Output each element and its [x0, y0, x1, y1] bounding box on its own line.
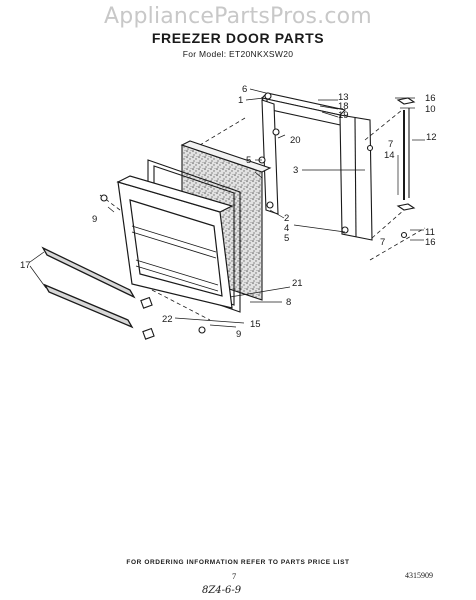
callout-7a: 7 [388, 139, 393, 150]
callout-4: 4 [284, 223, 289, 234]
callout-22: 22 [162, 314, 173, 325]
callout-16a: 16 [425, 93, 436, 104]
callout-10: 10 [425, 104, 436, 115]
handwritten-note: 8Z4-6-9 [202, 585, 242, 596]
hinge-rod [396, 97, 416, 211]
callout-7b: 7 [380, 237, 385, 248]
callout-15: 15 [250, 319, 261, 330]
callout-3: 3 [293, 165, 298, 176]
page-title: FREEZER DOOR PARTS [151, 30, 325, 46]
door-shelf-rails [41, 246, 136, 329]
callout-21: 21 [292, 278, 303, 289]
lower-door-bar [261, 99, 279, 215]
callout-labels: 1 2 3 4 5 5 6 7 7 8 9 9 10 11 12 13 14 1… [20, 84, 437, 340]
door-liner [116, 175, 234, 309]
callout-16b: 16 [425, 237, 436, 248]
callout-18: 18 [338, 101, 349, 112]
callout-20: 20 [290, 135, 301, 146]
document-number: 4315909 [405, 571, 433, 580]
callout-12: 12 [426, 132, 437, 143]
model-subtitle: For Model: ET20NKXSW20 [182, 49, 294, 59]
callout-9a: 9 [92, 214, 97, 225]
callout-5b: 5 [284, 233, 289, 244]
page-number: 7 [232, 571, 237, 581]
watermark: AppliancePartsPros.com [104, 4, 372, 29]
callout-leaders [29, 88, 425, 328]
door-side-rail [339, 114, 373, 241]
callout-11: 11 [425, 227, 435, 238]
ordering-note: FOR ORDERING INFORMATION REFER TO PARTS … [126, 559, 350, 566]
callout-9b: 9 [236, 329, 241, 340]
callout-13: 13 [338, 92, 349, 103]
callout-5a: 5 [246, 155, 251, 166]
callout-17: 17 [20, 260, 31, 271]
callout-2: 2 [284, 213, 289, 224]
callout-19: 19 [338, 110, 349, 121]
shelf-end-caps [140, 296, 155, 340]
callout-1: 1 [238, 95, 243, 106]
callout-14: 14 [384, 150, 395, 161]
callout-6: 6 [242, 84, 247, 95]
callout-8: 8 [286, 297, 291, 308]
